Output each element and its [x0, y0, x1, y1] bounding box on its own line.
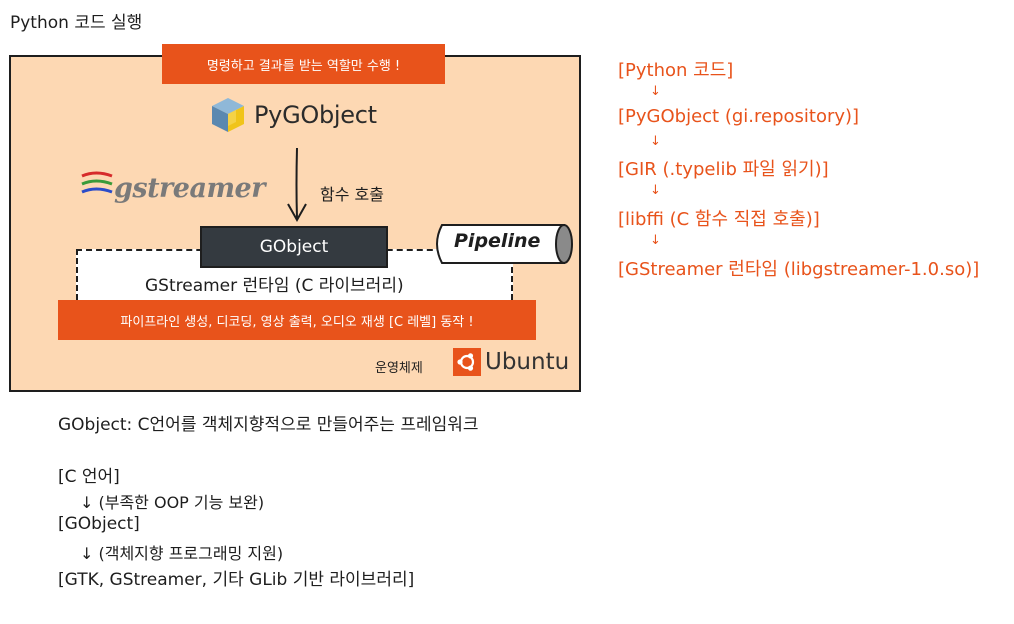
- flow-step-pygobject: [PyGObject (gi.repository)]: [618, 106, 860, 127]
- ubuntu-logo: Ubuntu: [453, 348, 569, 376]
- stack-arrow-oo-programming: ↓ (객체지향 프로그래밍 지원): [80, 544, 284, 563]
- ubuntu-circle-icon: [453, 348, 481, 376]
- flow-step-gstreamer: [GStreamer 런타임 (libgstreamer-1.0.so)]: [618, 259, 980, 280]
- flow-arrow: ↓: [650, 233, 661, 248]
- gstreamer-swoosh-icon: [81, 171, 113, 194]
- pygobject-logo: PyGObject: [210, 96, 377, 134]
- gstreamer-logo-text: gstreamer: [114, 172, 265, 204]
- gobject-box: GObject: [200, 226, 388, 268]
- os-label: 운영체제: [375, 361, 423, 376]
- flow-step-python: [Python 코드]: [618, 60, 734, 81]
- pipeline-cylinder-icon: [436, 224, 573, 264]
- pygobject-logo-text: PyGObject: [254, 101, 377, 129]
- top-banner: 명령하고 결과를 받는 역할만 수행 !: [162, 44, 445, 84]
- flow-arrow: ↓: [650, 84, 661, 99]
- flow-arrow: ↓: [650, 134, 661, 149]
- function-call-arrow: [287, 147, 307, 223]
- stack-arrow-oop: ↓ (부족한 OOP 기능 보완): [80, 493, 265, 512]
- gobject-description: GObject: C언어를 객체지향적으로 만들어주는 프레임워크: [58, 415, 479, 435]
- gstreamer-logo: gstreamer: [80, 168, 265, 208]
- flow-step-gir: [GIR (.typelib 파일 읽기)]: [618, 159, 829, 180]
- stack-libraries: [GTK, GStreamer, 기타 GLib 기반 라이브러리]: [58, 570, 415, 590]
- bottom-banner: 파이프라인 생성, 디코딩, 영상 출력, 오디오 재생 [C 레벨] 동작 !: [58, 300, 536, 340]
- flow-arrow: ↓: [650, 183, 661, 198]
- ubuntu-logo-text: Ubuntu: [485, 349, 570, 375]
- page-title: Python 코드 실행: [10, 13, 143, 33]
- pygobject-cube-icon: [212, 98, 244, 132]
- stack-gobject: [GObject]: [58, 514, 140, 534]
- gstreamer-runtime-label: GStreamer 런타임 (C 라이브러리): [145, 276, 404, 296]
- flow-step-libffi: [libffi (C 함수 직접 호출)]: [618, 209, 820, 230]
- pipeline-label: Pipeline: [454, 230, 541, 252]
- stack-c-language: [C 언어]: [58, 467, 120, 487]
- function-call-label: 함수 호출: [320, 185, 384, 204]
